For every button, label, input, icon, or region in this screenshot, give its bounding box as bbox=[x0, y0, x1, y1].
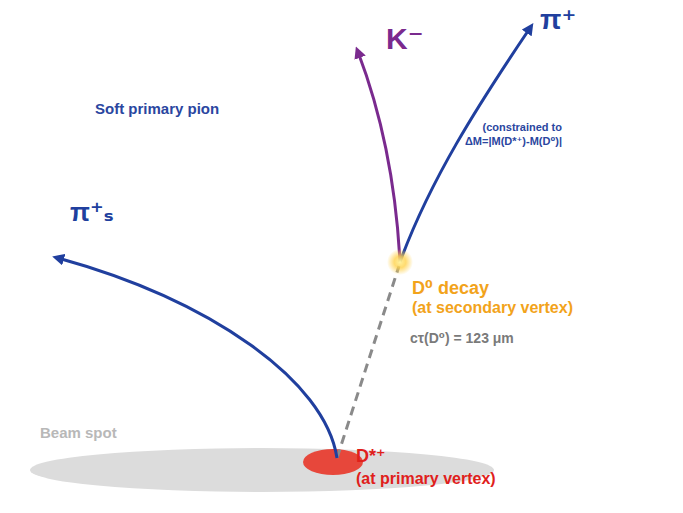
vertex-title: D⁰ decay bbox=[412, 278, 489, 299]
region-name: Beam spot bbox=[40, 424, 117, 441]
track-note: (constrained to bbox=[483, 121, 562, 134]
vertex-note: (at primary vertex) bbox=[356, 470, 496, 488]
d0-flight-path bbox=[337, 266, 399, 458]
primary-vertex bbox=[303, 449, 363, 475]
vertex-title: D*⁺ bbox=[356, 446, 386, 467]
track-title: Soft primary pion bbox=[95, 100, 219, 117]
lifetime-note: cτ(D⁰) = 123 μm bbox=[410, 330, 514, 346]
particle-name: π⁺ bbox=[540, 4, 576, 36]
vertex-note: (at secondary vertex) bbox=[412, 299, 573, 317]
secondary-vertex bbox=[387, 249, 413, 275]
particle-name: π⁺ₛ bbox=[70, 198, 114, 228]
kaon-track bbox=[358, 52, 400, 262]
particle-name: K⁻ bbox=[386, 22, 424, 57]
track-note: ΔM=|M(D*⁺)-M(D⁰)| bbox=[465, 135, 562, 148]
